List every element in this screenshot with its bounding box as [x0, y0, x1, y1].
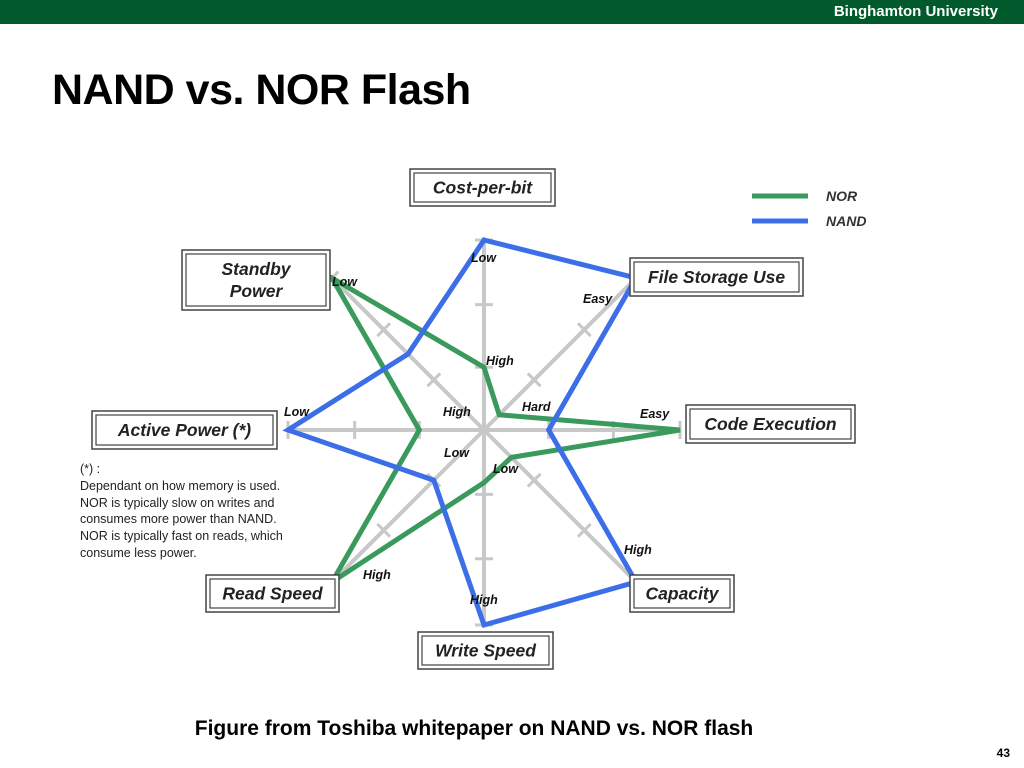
page-number: 43 [996, 746, 1010, 760]
axis-box-inner-standby-power [185, 253, 327, 307]
axis-name-file-storage-use: File Storage Use [648, 267, 785, 287]
axis-tick [576, 522, 592, 538]
axis-name-write-speed: Write Speed [435, 641, 536, 661]
axis-tick [526, 472, 542, 488]
footnote: (*) : Dependant on how memory is used. N… [80, 461, 340, 562]
axis-box-read-speed [205, 574, 340, 613]
axis-tick [426, 372, 442, 388]
axis-box-inner-cost-per-bit [413, 172, 552, 203]
axis-box-inner-read-speed [209, 578, 336, 609]
axis-box-inner-active-power [95, 414, 274, 446]
footnote-line: NOR is typically fast on reads, which [80, 529, 283, 544]
axis-box-capacity [629, 574, 735, 613]
axis-outer-label-read-speed: High [363, 568, 391, 582]
axis-tick [376, 322, 392, 338]
axis-name-cost-per-bit: Cost-per-bit [433, 178, 533, 198]
legend-label-nand: NAND [826, 213, 866, 229]
header-bar: Binghamton University [0, 0, 1024, 24]
axis-name-read-speed: Read Speed [222, 584, 322, 604]
figure-caption: Figure from Toshiba whitepaper on NAND v… [194, 717, 754, 740]
axis-outer-label-standby-power: Low [332, 275, 358, 289]
axis-outer-label-write-speed: High [470, 593, 498, 607]
axis-line-file-storage-use [482, 276, 638, 432]
axis-box-inner-capacity [633, 578, 731, 609]
footnote-line: NOR is typically slow on writes and [80, 495, 275, 510]
axis-outer-label-active-power: Low [284, 405, 310, 419]
axis-name-standby-power: Power [230, 281, 284, 301]
axis-inner-label-standby-power: High [443, 405, 471, 419]
footnote-line: consumes more power than NAND. [80, 512, 277, 527]
axis-outer-label-code-execution: Easy [640, 407, 670, 421]
axis-tick [576, 322, 592, 338]
axis-outer-label-cost-per-bit: Low [471, 251, 497, 265]
axis-box-active-power [91, 410, 278, 450]
series-nor-polygon [325, 271, 681, 585]
axis-inner-label-file-storage-use: Hard [522, 400, 551, 414]
axis-outer-label-capacity: High [624, 543, 652, 557]
axis-name-standby-power: Standby [221, 259, 291, 279]
axis-tick [526, 372, 542, 388]
axis-inner-label-cost-per-bit: High [486, 354, 514, 368]
footnote-line: consume less power. [80, 545, 197, 560]
axis-box-cost-per-bit [409, 168, 556, 207]
axis-tick [376, 522, 392, 538]
legend-label-nor: NOR [826, 188, 858, 204]
axis-inner-label-active-power: Low [444, 446, 470, 460]
axis-name-code-execution: Code Execution [704, 414, 836, 434]
axis-box-inner-code-execution [689, 408, 852, 440]
axis-box-file-storage-use [629, 257, 804, 297]
footnote-line: Dependant on how memory is used. [80, 478, 281, 493]
slide-title: NAND vs. NOR Flash [52, 66, 471, 114]
axis-name-active-power: Active Power (*) [117, 420, 251, 440]
axis-name-capacity: Capacity [646, 584, 720, 604]
axis-box-write-speed [417, 631, 554, 670]
footnote-line: (*) : [80, 462, 101, 476]
axis-line-read-speed [330, 428, 486, 584]
axis-line-capacity [482, 428, 638, 584]
axis-outer-label-file-storage-use: Easy [583, 292, 613, 306]
axis-inner-label-capacity: Low [493, 462, 519, 476]
axis-box-inner-file-storage-use [633, 261, 800, 293]
axis-box-code-execution [685, 404, 856, 444]
series-nand-polygon [282, 237, 640, 629]
axis-box-standby-power [181, 249, 331, 311]
institution-name: Binghamton University [833, 3, 998, 20]
axis-box-inner-write-speed [421, 635, 550, 666]
